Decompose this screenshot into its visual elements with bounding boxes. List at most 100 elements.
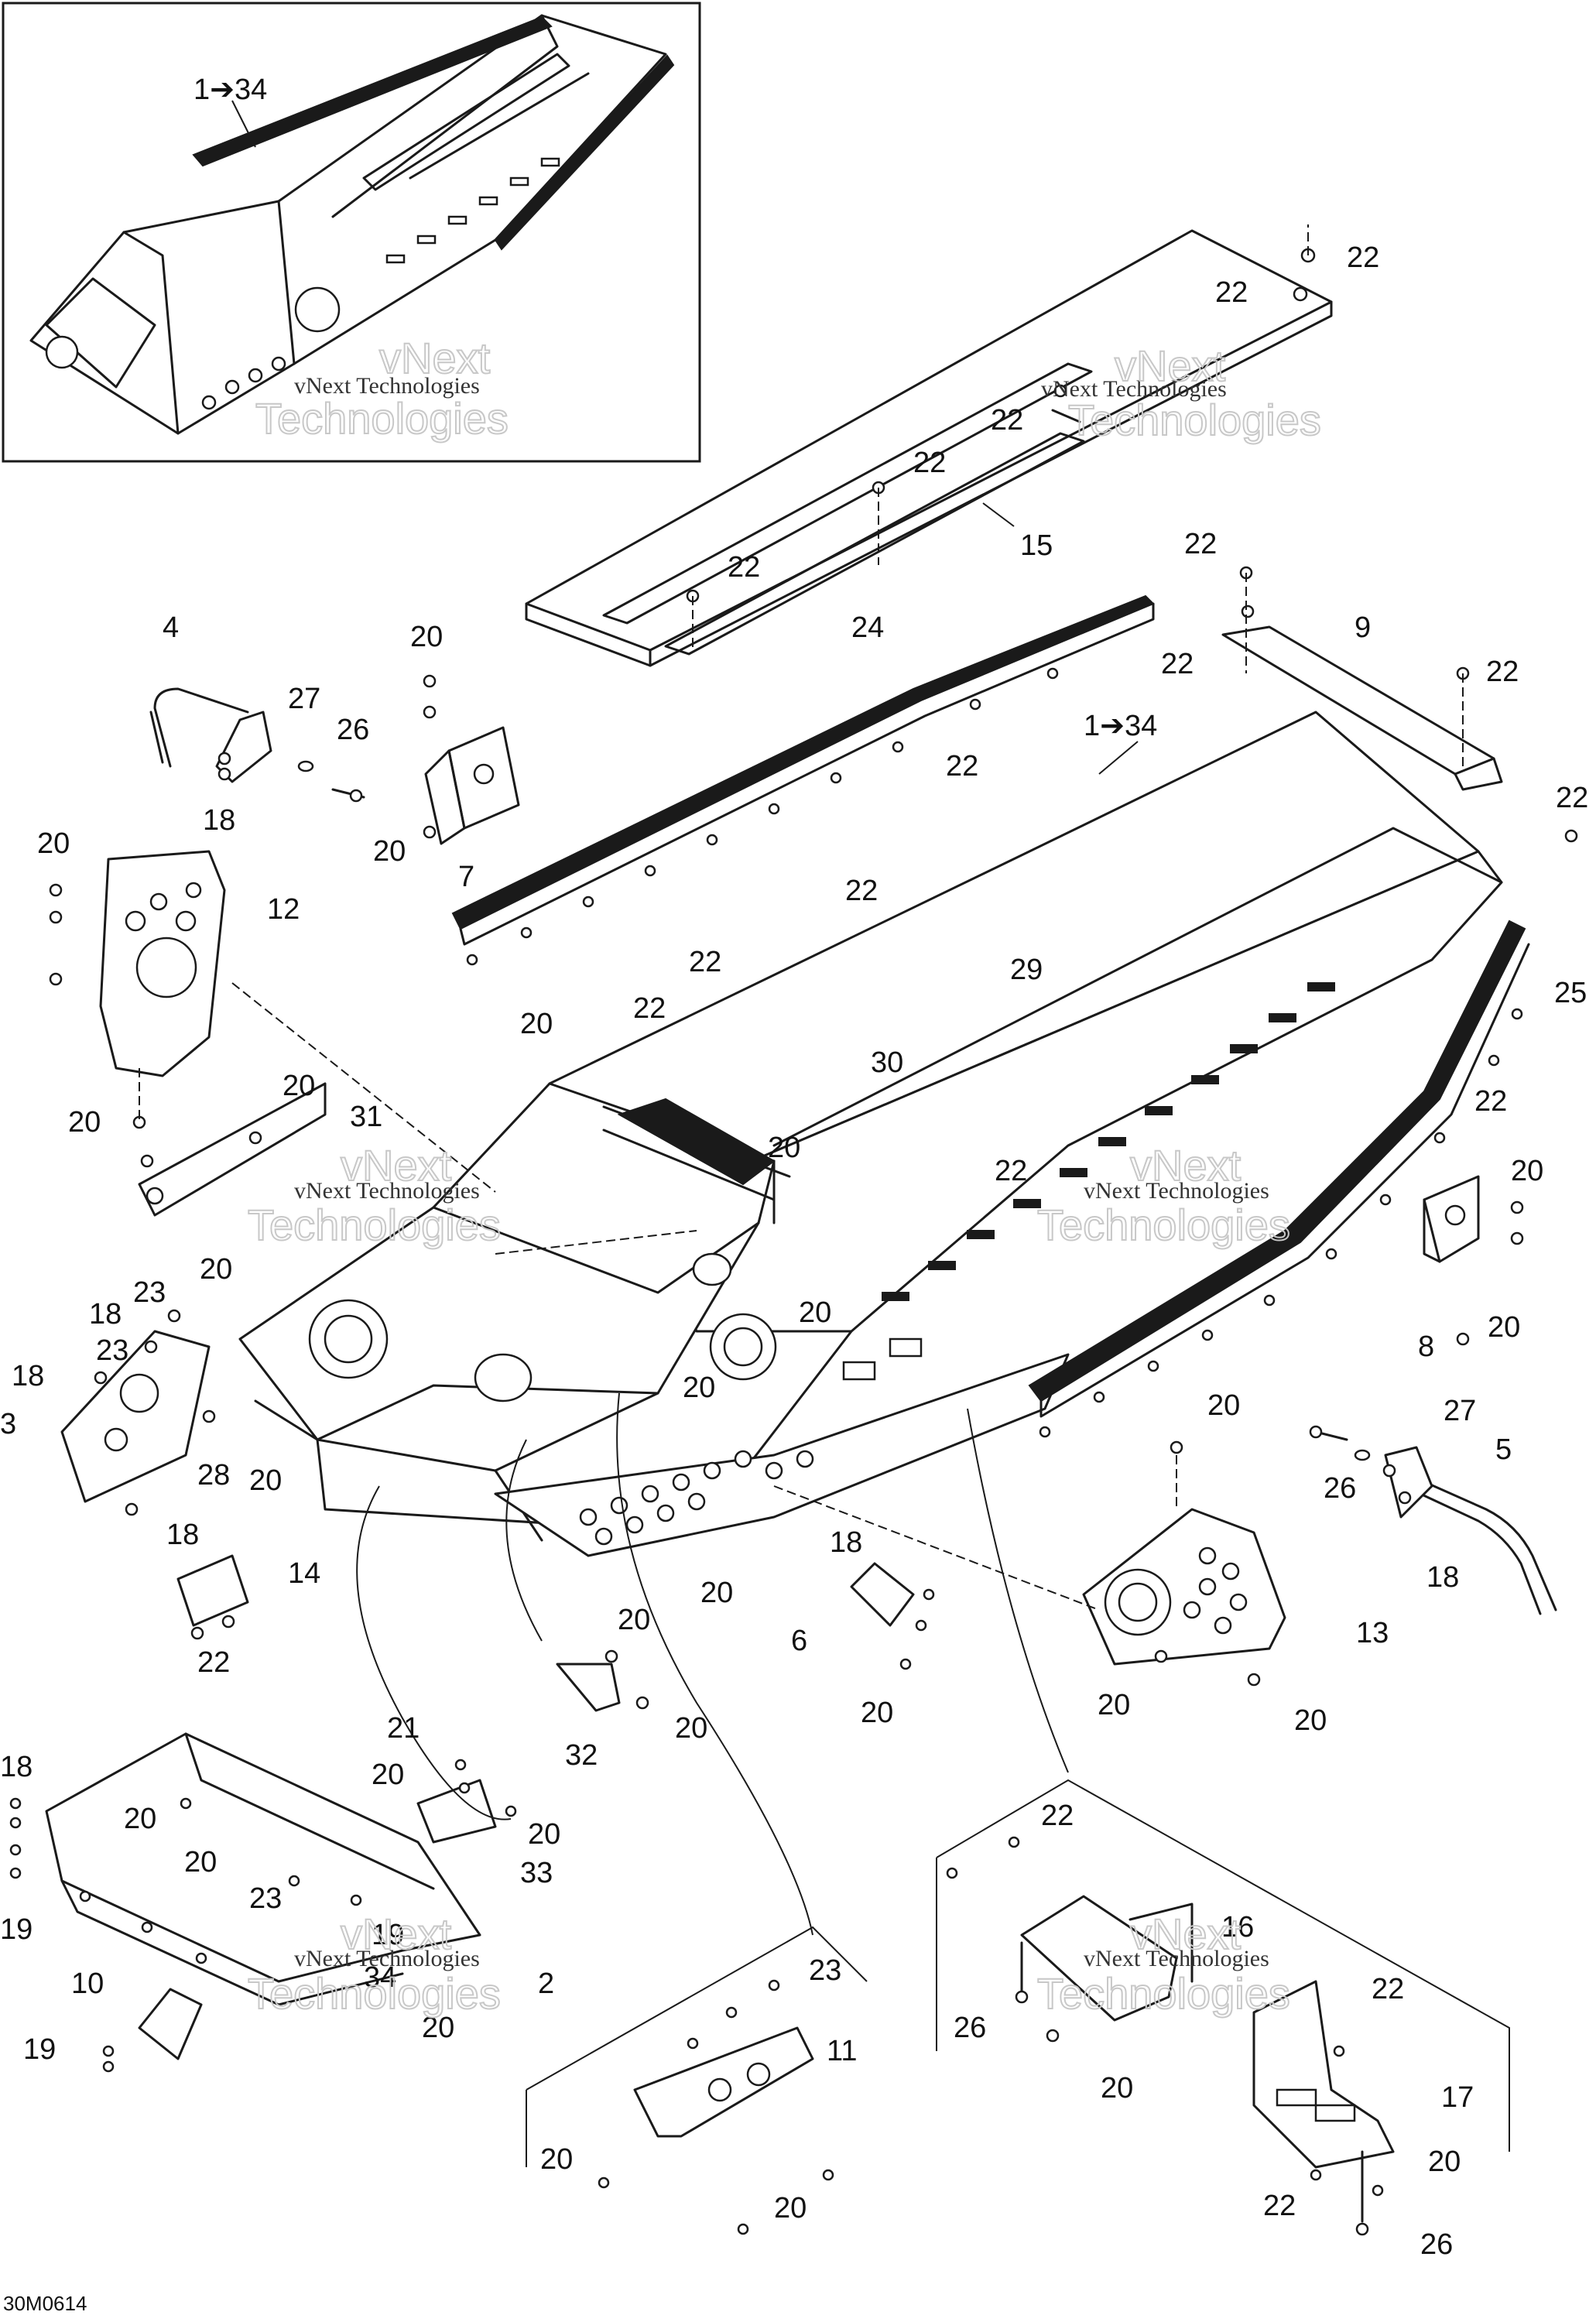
callout-20-w: 20 [528, 1818, 560, 1851]
callout-20-f: 20 [68, 1106, 101, 1139]
part-31-strip [138, 1082, 327, 1217]
callout-20-a: 20 [410, 621, 443, 653]
callout-34: 34 [364, 1961, 396, 1994]
callout-8: 8 [1418, 1331, 1434, 1363]
callout-20-r: 20 [675, 1712, 707, 1745]
callout-19-c: 19 [23, 2033, 56, 2066]
callout-20-v: 20 [124, 1803, 156, 1835]
callout-22-r: 22 [1372, 1973, 1404, 2005]
callout-22-d: 22 [913, 447, 946, 479]
callout-22-g: 22 [1161, 648, 1194, 680]
figure-code: 30M0614 [3, 2292, 87, 2315]
part-25-right-rail [1028, 920, 1530, 1438]
callout-2: 2 [538, 1968, 554, 2000]
part-3-bracket [60, 1309, 216, 1516]
part-8-bracket [1423, 1175, 1524, 1346]
inset-perforations [201, 157, 560, 410]
callout-28: 28 [197, 1459, 230, 1491]
part-15-top-panel [525, 224, 1333, 667]
callout-21: 21 [387, 1712, 420, 1745]
callout-22-p: 22 [197, 1646, 230, 1679]
callout-11: 11 [827, 2035, 857, 2067]
watermark-5: vNext Technologies [1084, 1946, 1269, 1971]
inset-assembly-view: 1➔34 vNext Technologies vNext Technologi… [2, 2, 701, 463]
callout-20-n: 20 [249, 1464, 282, 1497]
watermark-2: vNext Technologies [294, 1178, 480, 1204]
callout-22-c: 22 [991, 404, 1023, 437]
part-13-side-plate [1082, 1440, 1286, 1687]
callout-20-ac: 20 [774, 2192, 807, 2224]
callout-20-x: 20 [184, 1846, 217, 1878]
watermark-3: vNext Technologies [1084, 1178, 1269, 1204]
callout-18-f: 18 [1426, 1561, 1459, 1594]
callout-22-j: 22 [1556, 782, 1588, 814]
callout-20-t: 20 [1294, 1704, 1327, 1737]
rail-25-screws [1039, 1008, 1523, 1438]
callout-5: 5 [1495, 1433, 1512, 1466]
watermark-2-big-b: Technologies [248, 1200, 501, 1249]
callout-26-c: 26 [954, 2012, 986, 2044]
callout-20-d: 20 [520, 1008, 553, 1040]
part-16-17-detail-box [936, 1779, 1510, 2236]
callout-20-aa: 20 [540, 2143, 573, 2176]
watermark-1: vNext Technologies [1041, 376, 1227, 402]
callout-13: 13 [1356, 1617, 1389, 1649]
part-4-grab-handle [149, 687, 365, 803]
callout-20-p: 20 [618, 1604, 650, 1636]
callout-20-e: 20 [283, 1070, 315, 1102]
part-12-side-plate [49, 850, 226, 1129]
part-10-bracket [102, 1988, 203, 2073]
part-5-grab-handle [1309, 1425, 1557, 1615]
part-6-bracket [850, 1562, 935, 1670]
part-24-left-rail [451, 594, 1155, 966]
callout-1-34-main: 1➔34 [1084, 710, 1157, 742]
callout-32: 32 [565, 1739, 598, 1772]
rail-24-screws [466, 667, 1059, 966]
callout-22-o: 22 [995, 1155, 1027, 1187]
watermark-4-big-a: vNext [341, 1909, 452, 1958]
callout-27-a: 27 [288, 683, 320, 715]
callout-31: 31 [350, 1101, 382, 1133]
callout-20-i: 20 [200, 1253, 232, 1286]
watermark-4: vNext Technologies [294, 1946, 480, 1971]
callout-9: 9 [1355, 611, 1371, 644]
callout-26-a: 26 [337, 714, 369, 746]
callout-22-n: 22 [1474, 1085, 1507, 1118]
callout-22-m: 22 [633, 992, 666, 1025]
part-9-bracket [1221, 566, 1578, 843]
callout-20-z: 20 [1101, 2072, 1133, 2105]
inset-leader [231, 100, 256, 148]
watermark-4-big-b: Technologies [248, 1969, 501, 2018]
callout-7: 7 [458, 861, 474, 893]
callout-22-l: 22 [689, 946, 721, 978]
part-7-bracket [423, 674, 520, 845]
callout-22-f: 22 [1184, 528, 1217, 560]
inset-frame [2, 2, 701, 463]
callout-23-d: 23 [809, 1954, 841, 1987]
watermark-3-big-a: vNext [1130, 1141, 1242, 1190]
watermark-3-big-b: Technologies [1037, 1200, 1290, 1249]
callout-18-b: 18 [89, 1298, 122, 1331]
callout-6: 6 [791, 1625, 807, 1657]
watermark-1-big-b: Technologies [1068, 396, 1321, 444]
callout-24: 24 [851, 611, 884, 644]
callout-20-o: 20 [700, 1577, 733, 1609]
callout-20-q: 20 [861, 1697, 893, 1729]
callout-1-34-inset: 1➔34 [194, 74, 267, 106]
callout-26-b: 26 [1324, 1472, 1356, 1505]
callout-20-h: 20 [1511, 1155, 1543, 1187]
callout-20-k: 20 [1488, 1311, 1520, 1344]
frame-2-screws [9, 1797, 362, 1964]
callout-19-a: 19 [0, 1913, 33, 1946]
watermark-5-big-a: vNext [1130, 1909, 1242, 1958]
callout-20-j: 20 [799, 1296, 831, 1329]
watermark-inset-big-1: vNext [379, 334, 491, 382]
callout-29: 29 [1010, 954, 1043, 986]
tunnel-perforations [842, 982, 1335, 1381]
watermarks: vNext Technologies vNext Technologies vN… [247, 341, 1322, 2019]
callout-22-i: 22 [946, 750, 978, 783]
callout-12: 12 [267, 893, 300, 926]
callout-20-ab: 20 [1428, 2146, 1461, 2178]
connector-curves [231, 982, 1100, 1936]
